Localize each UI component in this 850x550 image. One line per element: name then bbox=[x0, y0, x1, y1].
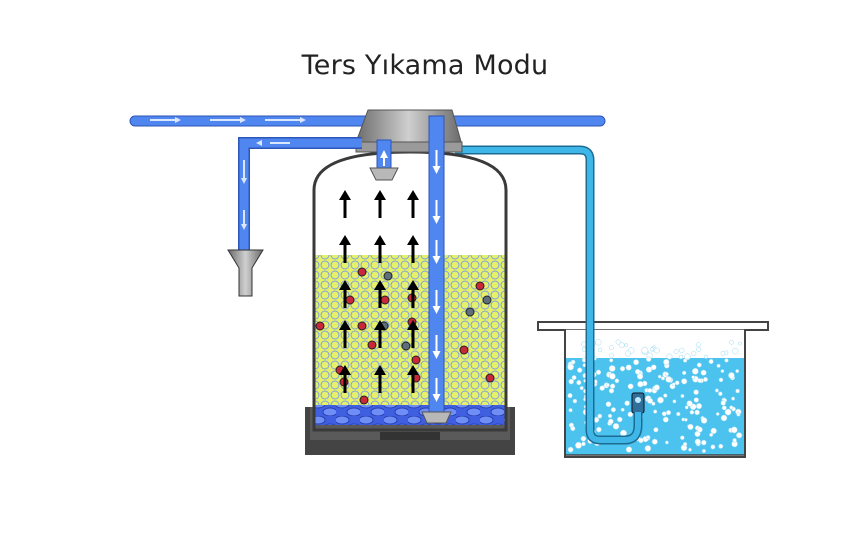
up-arrow-icon bbox=[407, 190, 419, 218]
up-arrow-icon bbox=[339, 190, 351, 218]
down-arrow-icon bbox=[432, 240, 441, 264]
resin-bead bbox=[383, 271, 393, 281]
resin-bead bbox=[465, 307, 475, 317]
resin-bead bbox=[482, 295, 492, 305]
down-arrow-icon bbox=[432, 200, 441, 224]
down-arrow-icon bbox=[432, 378, 441, 402]
down-arrow-icon bbox=[432, 150, 441, 174]
up-arrow-icon bbox=[407, 320, 419, 348]
up-arrow-icon bbox=[339, 235, 351, 263]
up-arrow-icon bbox=[339, 320, 351, 348]
resin-bed bbox=[314, 255, 506, 415]
up-arrow-icon bbox=[407, 235, 419, 263]
resin-bead bbox=[345, 295, 355, 305]
brine-tank bbox=[537, 321, 769, 458]
control-valve bbox=[354, 109, 463, 153]
up-arrow-icon bbox=[374, 280, 386, 308]
gravel-layer bbox=[314, 405, 506, 425]
up-arrow-icon bbox=[374, 235, 386, 263]
resin-bead bbox=[359, 395, 369, 405]
resin-bead bbox=[357, 321, 367, 331]
drain-line bbox=[238, 137, 362, 252]
resin-bead bbox=[411, 355, 421, 365]
resin-bead bbox=[380, 295, 390, 305]
up-arrow-icon bbox=[374, 190, 386, 218]
backwash-flow-arrows bbox=[339, 190, 419, 393]
resin-bead bbox=[475, 281, 485, 291]
resin-bead bbox=[459, 345, 469, 355]
resin-bead bbox=[485, 373, 495, 383]
up-arrow-icon bbox=[374, 365, 386, 393]
diagram-title: Ters Yıkama Modu bbox=[301, 50, 549, 81]
drain-funnel-icon bbox=[227, 249, 264, 297]
bottom-strainer-icon bbox=[421, 411, 452, 424]
up-arrow-icon bbox=[339, 280, 351, 308]
up-arrow-icon bbox=[339, 365, 351, 393]
resin-bead bbox=[315, 321, 325, 331]
up-arrow-icon bbox=[407, 280, 419, 308]
riser-tube bbox=[421, 115, 452, 424]
resin-bead bbox=[401, 341, 411, 351]
resin-bead bbox=[357, 267, 367, 277]
resin-bead bbox=[367, 340, 377, 350]
strainer-icon bbox=[369, 167, 399, 181]
down-arrow-icon bbox=[432, 290, 441, 314]
up-arrow-icon bbox=[407, 365, 419, 393]
upper-distributor bbox=[369, 139, 399, 181]
up-arrow-icon bbox=[374, 320, 386, 348]
down-arrow-icon bbox=[432, 335, 441, 359]
brine-tank-outline bbox=[537, 321, 769, 458]
